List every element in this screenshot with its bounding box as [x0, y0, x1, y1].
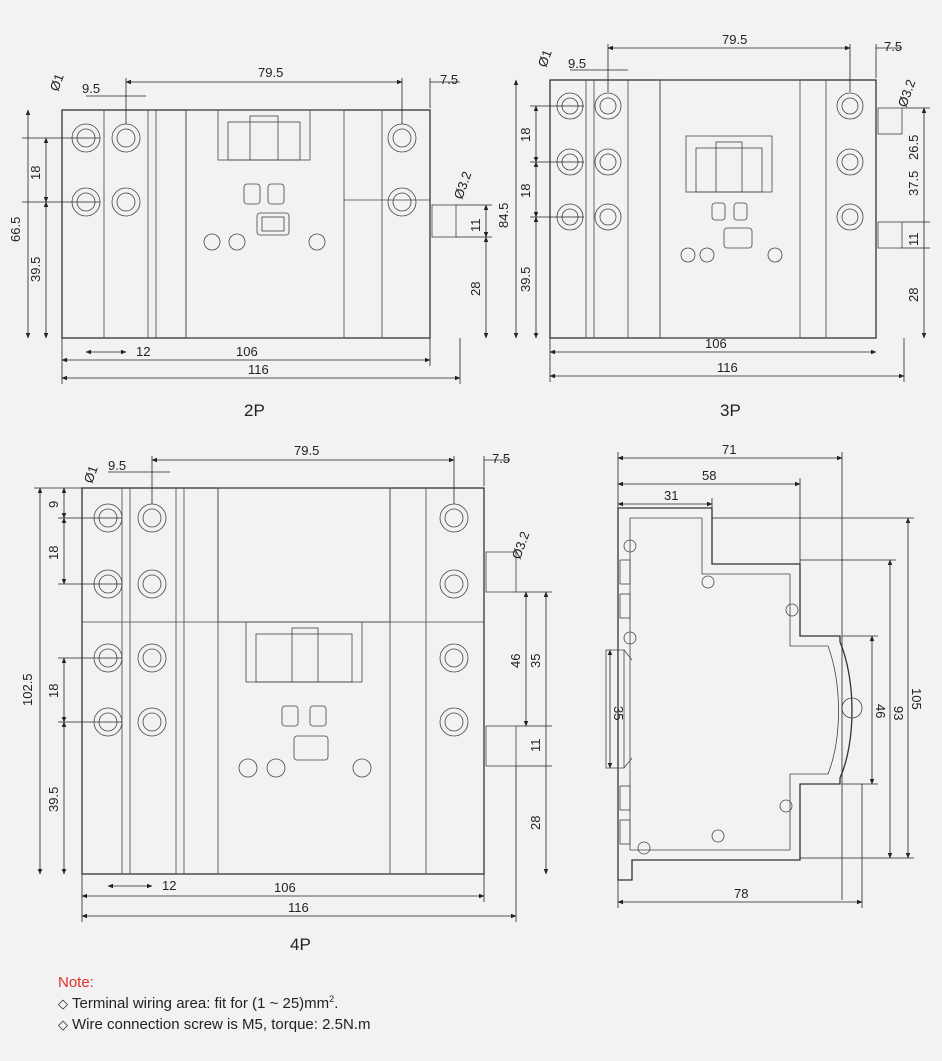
dim-2p-w-screw: 12 — [136, 344, 150, 359]
dim-3p-r-c: 11 — [906, 233, 921, 247]
dim-side-bottom: 78 — [734, 886, 748, 901]
dim-side-rail: 35 — [611, 706, 626, 720]
dim-4p-top-left: 9.5 — [108, 458, 126, 473]
dim-3p-top-right: 7.5 — [884, 39, 902, 54]
dim-4p-r-b: 35 — [528, 654, 543, 668]
dim-3p-r-d: 28 — [906, 288, 921, 302]
diamond-bullet-icon: ◇ — [58, 1017, 68, 1032]
note-line-1-sup: 2 — [329, 994, 335, 1004]
body-outline — [61, 109, 431, 339]
dim-2p-h-lower: 39.5 — [28, 257, 43, 282]
view-2p: 79.5 9.5 7.5 Ø1 Ø3.2 66.5 18 39.5 11 28 … — [8, 65, 492, 420]
dim-3p-w-inner: 106 — [705, 336, 727, 351]
note-line-1: ◇ Terminal wiring area: fit for (1 ~ 25)m… — [58, 994, 338, 1012]
dim-2p-top-right: 7.5 — [440, 72, 458, 87]
dim-4p-hole2: Ø3.2 — [509, 529, 533, 561]
note-line-2: ◇ Wire connection screw is M5, torque: 2.… — [58, 1016, 370, 1033]
dim-4p-top-right: 7.5 — [492, 451, 510, 466]
dim-side-v1: 105 — [909, 688, 924, 710]
dim-3p-hole: Ø1 — [535, 48, 555, 69]
body-outline — [549, 79, 877, 339]
dim-4p-w-inner: 106 — [274, 880, 296, 895]
caption-3p: 3P — [720, 401, 741, 420]
dim-4p-h-c: 18 — [46, 684, 61, 698]
dim-2p-w-total: 116 — [248, 362, 269, 377]
dim-side-top3: 31 — [664, 488, 678, 503]
view-4p: 79.5 9.5 7.5 Ø1 Ø3.2 102.5 9 18 18 39.5 … — [20, 443, 552, 954]
dim-side-top2: 58 — [702, 468, 716, 483]
caption-2p: 2P — [244, 401, 265, 420]
dim-3p-top-left: 9.5 — [568, 56, 586, 71]
dim-3p-h-upper2: 18 — [518, 184, 533, 198]
dim-3p-top-total: 79.5 — [722, 32, 747, 47]
dim-2p-r-lower: 28 — [468, 282, 483, 296]
caption-4p: 4P — [290, 935, 311, 954]
note-line-2-text: Wire connection screw is M5, torque: 2.5… — [72, 1016, 371, 1033]
dim-4p-top-total: 79.5 — [294, 443, 319, 458]
dim-2p-hole: Ø1 — [47, 72, 67, 93]
dim-4p-h-total: 102.5 — [20, 673, 35, 706]
view-side: 71 58 31 35 105 93 46 78 — [605, 442, 924, 908]
dim-2p-h-upper: 18 — [28, 166, 43, 180]
dim-4p-w-total: 116 — [288, 900, 309, 915]
dim-3p-w-total: 116 — [717, 360, 738, 375]
dim-4p-h-b: 18 — [46, 546, 61, 560]
dim-4p-r-d: 28 — [528, 816, 543, 830]
note-line-1-text: Terminal wiring area: fit for (1 ~ 25)mm — [72, 995, 330, 1012]
dim-4p-h-d: 39.5 — [46, 787, 61, 812]
screw-terminals — [556, 92, 864, 231]
dim-2p-top-left: 9.5 — [82, 81, 100, 96]
screw-terminals — [93, 503, 469, 737]
dim-3p-r-b: 26.5 — [906, 135, 921, 160]
dim-2p-w-inner: 106 — [236, 344, 258, 359]
diamond-bullet-icon: ◇ — [58, 996, 68, 1011]
body-outline — [81, 487, 485, 875]
note-title: Note: — [58, 974, 94, 991]
view-3p: 79.5 9.5 7.5 Ø1 Ø3.2 84.5 18 18 39.5 37.… — [496, 32, 930, 420]
dim-2p-hole2: Ø3.2 — [451, 169, 475, 201]
dim-2p-r-upper: 11 — [468, 219, 483, 233]
dim-4p-r-a: 46 — [508, 654, 523, 668]
dim-4p-r-c: 11 — [528, 739, 543, 753]
side-profile — [617, 507, 853, 881]
dim-4p-h-a: 9 — [46, 501, 61, 508]
dim-2p-top-total: 79.5 — [258, 65, 283, 80]
dim-3p-h-total: 84.5 — [496, 203, 511, 228]
dim-3p-hole2: Ø3.2 — [895, 77, 919, 109]
dim-2p-h-total: 66.5 — [8, 217, 23, 242]
dim-3p-h-upper1: 18 — [518, 128, 533, 142]
dim-4p-hole: Ø1 — [81, 464, 101, 485]
note-line-1-end: . — [334, 995, 339, 1012]
dim-side-v2: 93 — [891, 706, 906, 720]
dim-3p-h-lower: 39.5 — [518, 267, 533, 292]
dim-side-top1: 71 — [722, 442, 736, 457]
dim-4p-w-screw: 12 — [162, 878, 176, 893]
dim-3p-r-a: 37.5 — [906, 171, 921, 196]
dim-side-v3: 46 — [873, 704, 888, 718]
